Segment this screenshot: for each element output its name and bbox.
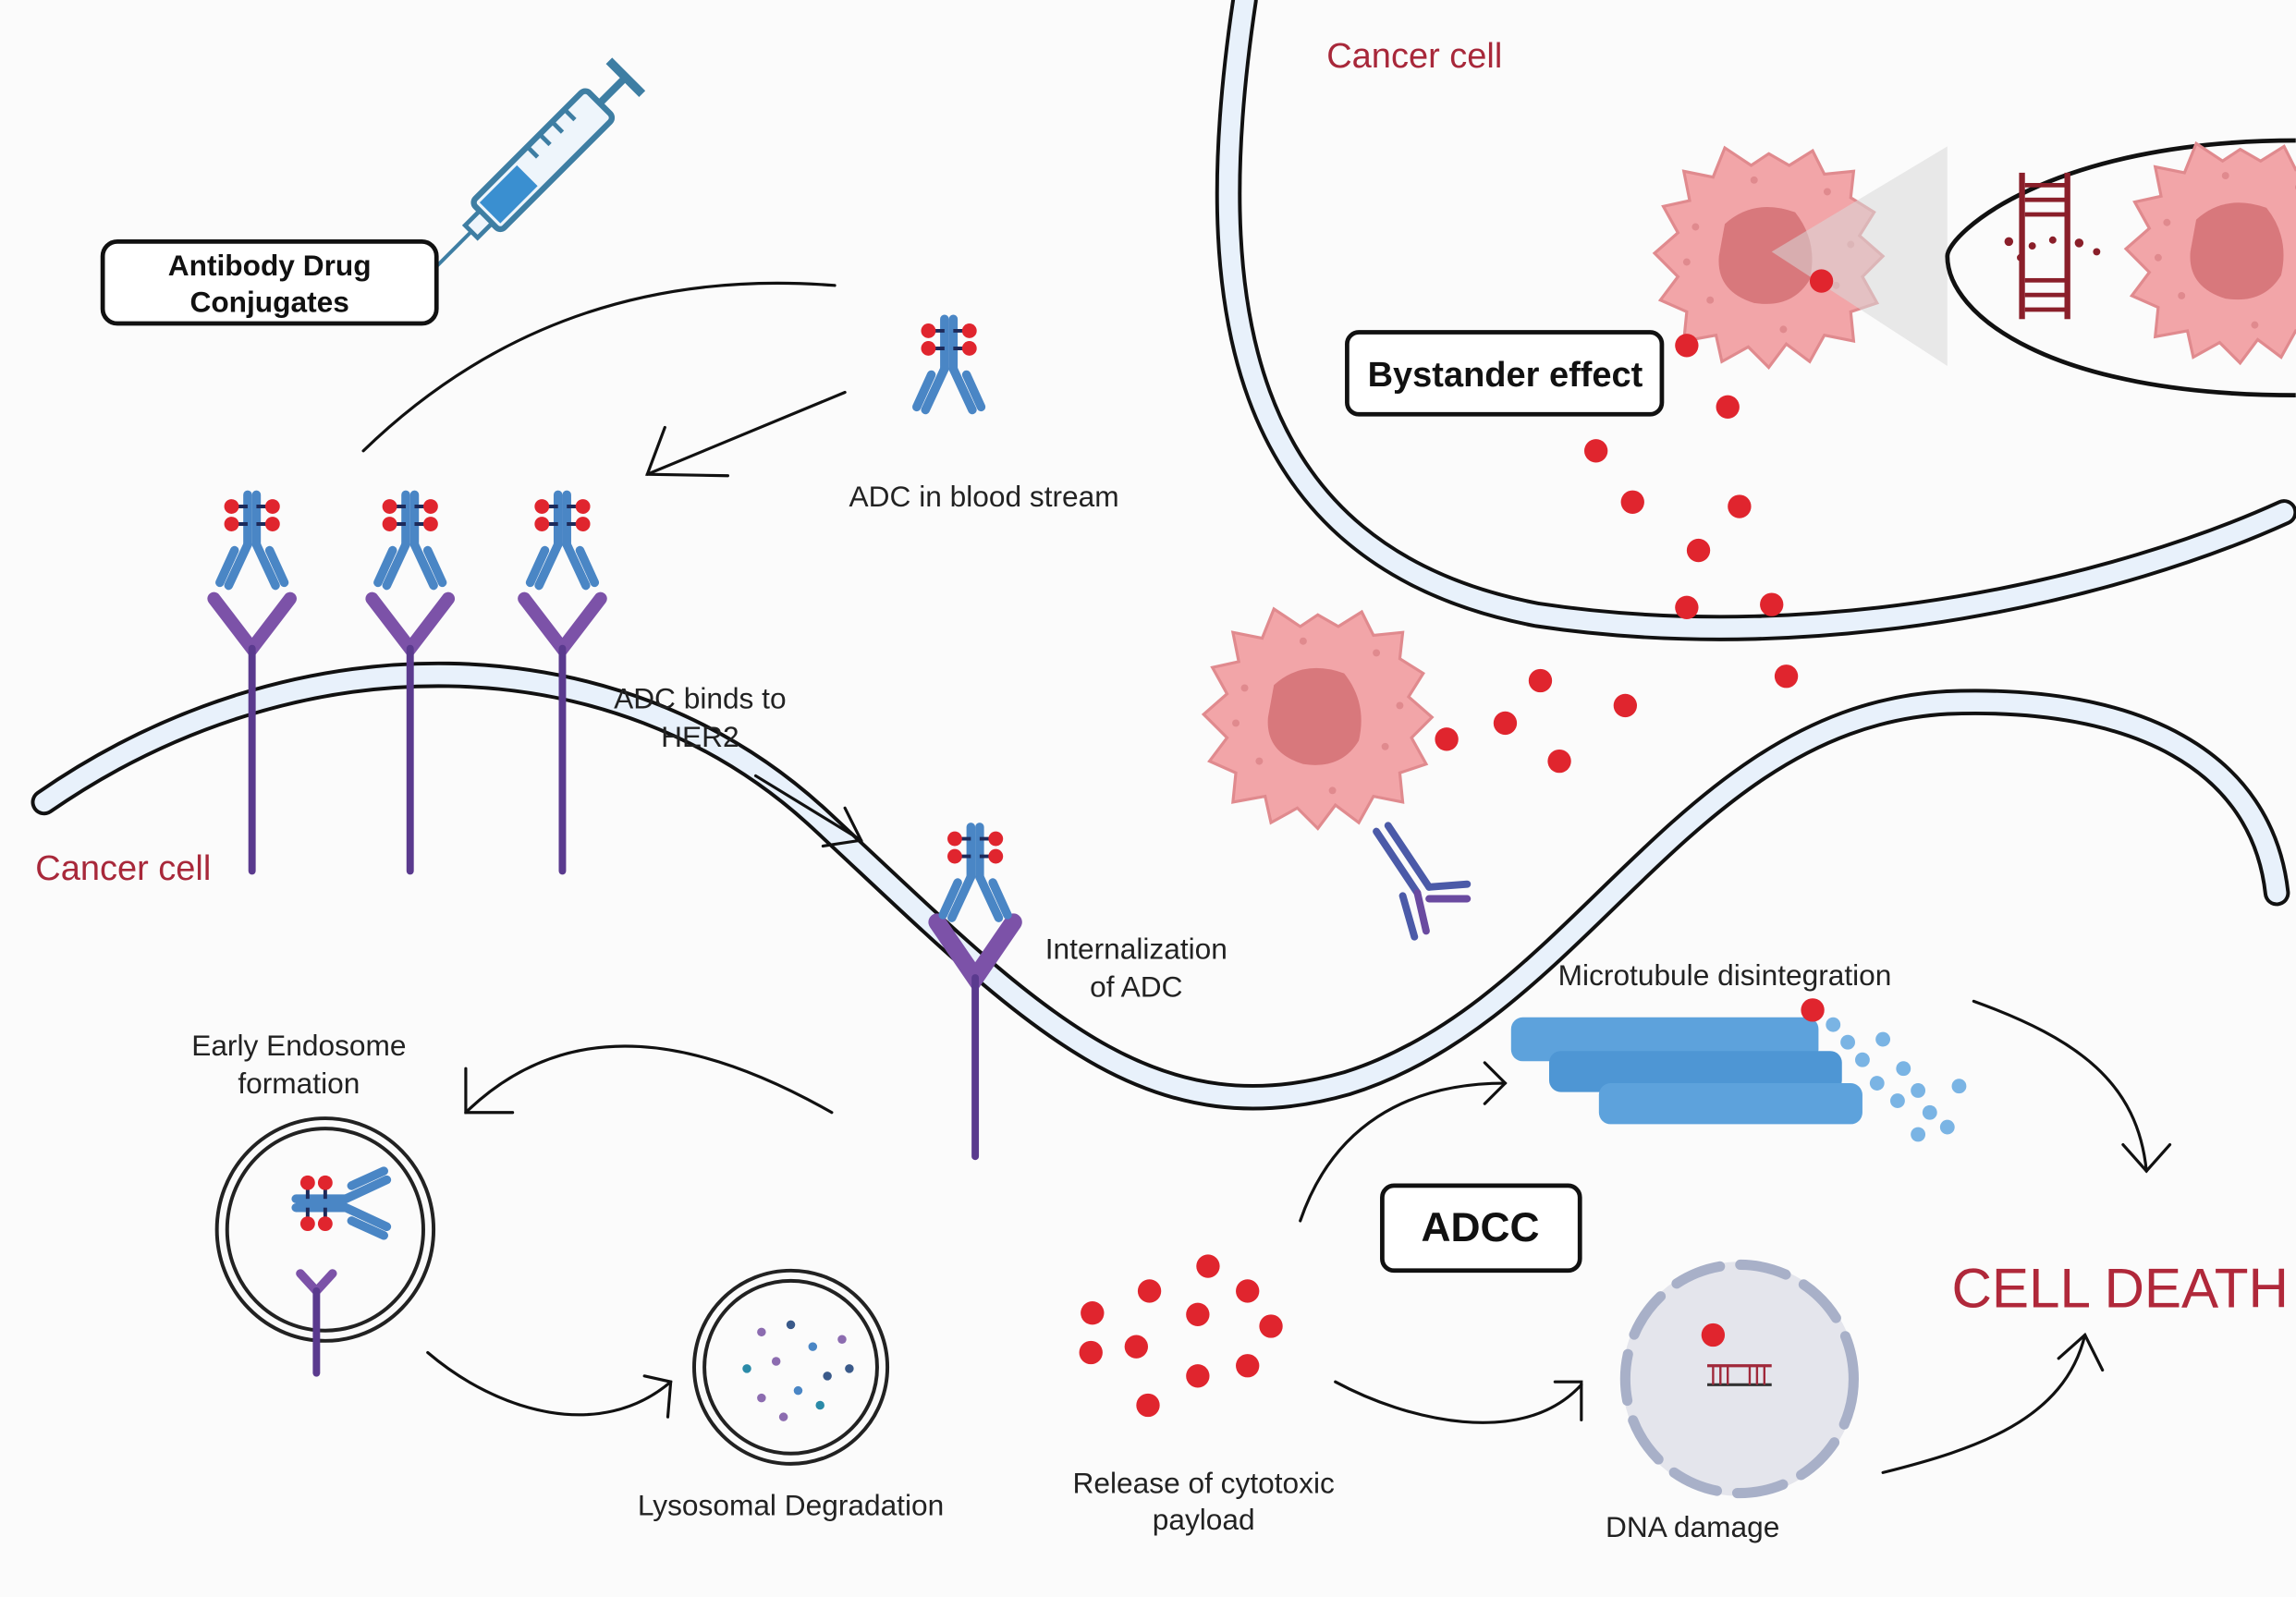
label-early-endosome-1: Early Endosome bbox=[191, 1029, 406, 1062]
tumor-cell-icon bbox=[1202, 607, 1434, 831]
arrow-to-binding bbox=[645, 390, 847, 478]
arrow-to-cell-death-bottom bbox=[1881, 1332, 2105, 1474]
label-cancer-cell-left: Cancer cell bbox=[35, 849, 211, 888]
arrow-to-cell-death-top bbox=[1972, 999, 2172, 1174]
zoom-wedge bbox=[1771, 146, 1948, 366]
blood-vessel-arc bbox=[361, 281, 837, 453]
adcc-antibody-icon bbox=[1373, 822, 1472, 941]
microtubule-icon bbox=[1510, 998, 1967, 1142]
bystander-box: Bystander effect bbox=[1345, 330, 1665, 417]
arrow-to-microtubule bbox=[1299, 1061, 1508, 1223]
title-line-2: Conjugates bbox=[189, 285, 348, 318]
title-line-1: Antibody Drug bbox=[168, 249, 372, 282]
label-internalization-2: of ADC bbox=[1090, 970, 1182, 1004]
label-adc-binds-1: ADC binds to bbox=[614, 682, 787, 715]
payload-release-group bbox=[1079, 1254, 1283, 1418]
title-box: Antibody Drug Conjugates bbox=[100, 238, 439, 326]
internalized-adc-icon bbox=[928, 827, 1022, 1161]
svg-text:ADCC: ADCC bbox=[1422, 1205, 1540, 1250]
syringe-icon bbox=[422, 57, 646, 281]
label-lysosomal-degradation: Lysosomal Degradation bbox=[638, 1488, 944, 1521]
arrow-to-internalization bbox=[753, 774, 863, 848]
label-cancer-cell-top: Cancer cell bbox=[1326, 37, 1502, 76]
label-dna-damage: DNA damage bbox=[1606, 1510, 1779, 1543]
label-microtubule: Microtubule disintegration bbox=[1558, 958, 1892, 992]
label-internalization-1: Internalization bbox=[1045, 932, 1227, 965]
endosome-icon bbox=[214, 1116, 436, 1377]
svg-text:Bystander effect: Bystander effect bbox=[1368, 356, 1643, 395]
lysosome-icon bbox=[692, 1268, 890, 1466]
nucleus-icon bbox=[1619, 1259, 1859, 1499]
dna-icon bbox=[1707, 1364, 1772, 1386]
label-adc-blood: ADC in blood stream bbox=[849, 480, 1119, 513]
adcc-box: ADCC bbox=[1380, 1183, 1582, 1274]
arrow-to-endosome bbox=[464, 1044, 834, 1115]
label-release-1: Release of cytotoxic bbox=[1073, 1467, 1335, 1500]
label-early-endosome-2: formation bbox=[238, 1067, 360, 1100]
arrow-to-dna bbox=[1334, 1380, 1583, 1424]
label-release-2: payload bbox=[1153, 1503, 1255, 1536]
bystander-payload-trail bbox=[1493, 334, 1799, 774]
arrow-to-lysosome bbox=[426, 1350, 673, 1419]
dna-break-icon bbox=[2004, 172, 2101, 320]
antibody-icon bbox=[917, 319, 982, 409]
label-cell-death: CELL DEATH bbox=[1951, 1257, 2288, 1319]
label-adc-binds-2: HER2 bbox=[661, 720, 739, 753]
